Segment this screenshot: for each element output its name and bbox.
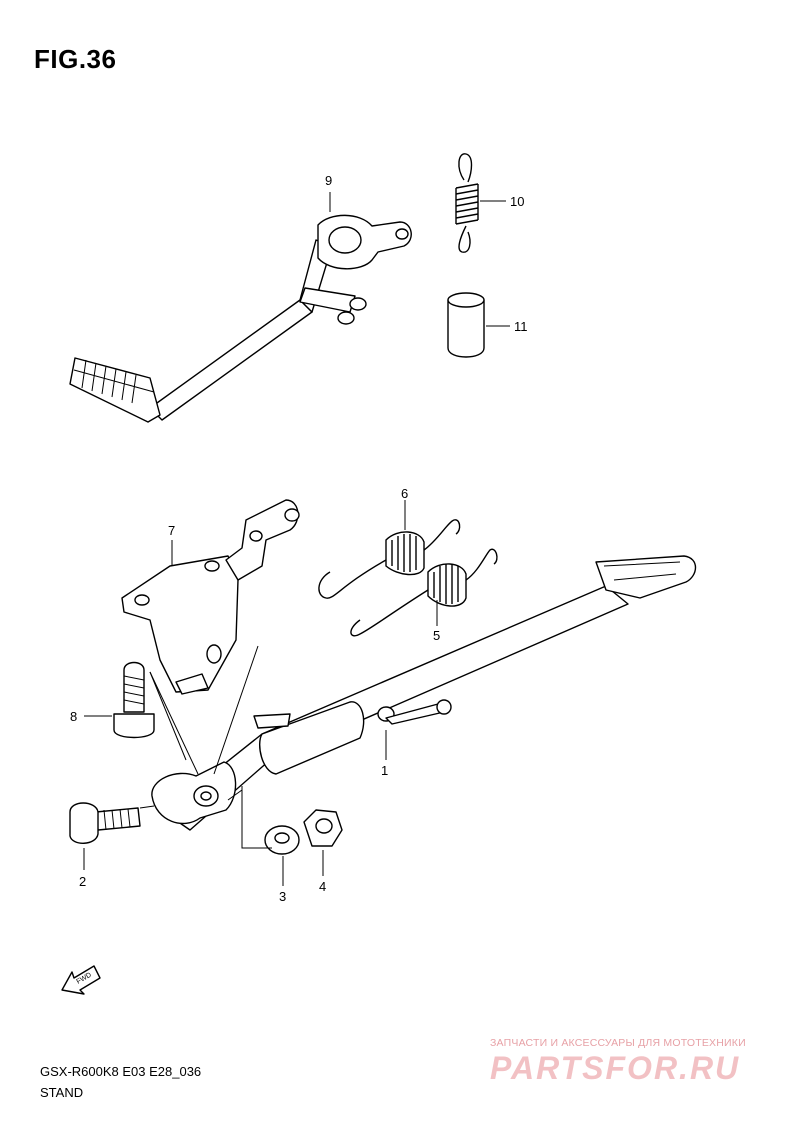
washer-part-3 — [264, 825, 300, 886]
pivot-bolt-part-2 — [69, 802, 141, 870]
bushing-part-11 — [447, 292, 510, 358]
watermark-logo: PARTSFOR.RU — [490, 1050, 741, 1086]
callout-3: 3 — [279, 889, 287, 904]
callout-8: 8 — [70, 709, 78, 724]
callout-10: 10 — [510, 194, 525, 209]
callout-5: 5 — [433, 628, 441, 643]
callout-7: 7 — [168, 523, 176, 538]
callout-9: 9 — [325, 173, 333, 188]
nut-part-4 — [303, 809, 343, 876]
shift-lever-part-9 — [69, 214, 412, 423]
side-stand-part-1 — [151, 555, 697, 831]
stand-spring-part-5 — [350, 548, 498, 637]
figure-title: FIG.36 — [34, 44, 117, 74]
stand-bracket-part-7 — [121, 499, 300, 695]
callout-4: 4 — [319, 879, 327, 894]
stand-spring-part-6 — [318, 500, 461, 599]
callout-11: 11 — [514, 319, 528, 334]
model-code: GSX-R600K8 E03 E28_036 — [40, 1064, 202, 1079]
watermark-tagline: ЗАПЧАСТИ И АКСЕССУАРЫ ДЛЯ МОТОТЕХНИКИ — [490, 1037, 746, 1049]
bolt-part-8 — [84, 661, 155, 739]
callout-6: 6 — [401, 486, 409, 501]
callout-1: 1 — [381, 763, 389, 778]
fwd-arrow-icon: FWD — [61, 965, 101, 995]
assembly-guide-lines — [139, 645, 272, 849]
section-name: STAND — [40, 1085, 84, 1100]
return-spring-part-10 — [455, 153, 506, 253]
callout-2: 2 — [79, 874, 87, 889]
